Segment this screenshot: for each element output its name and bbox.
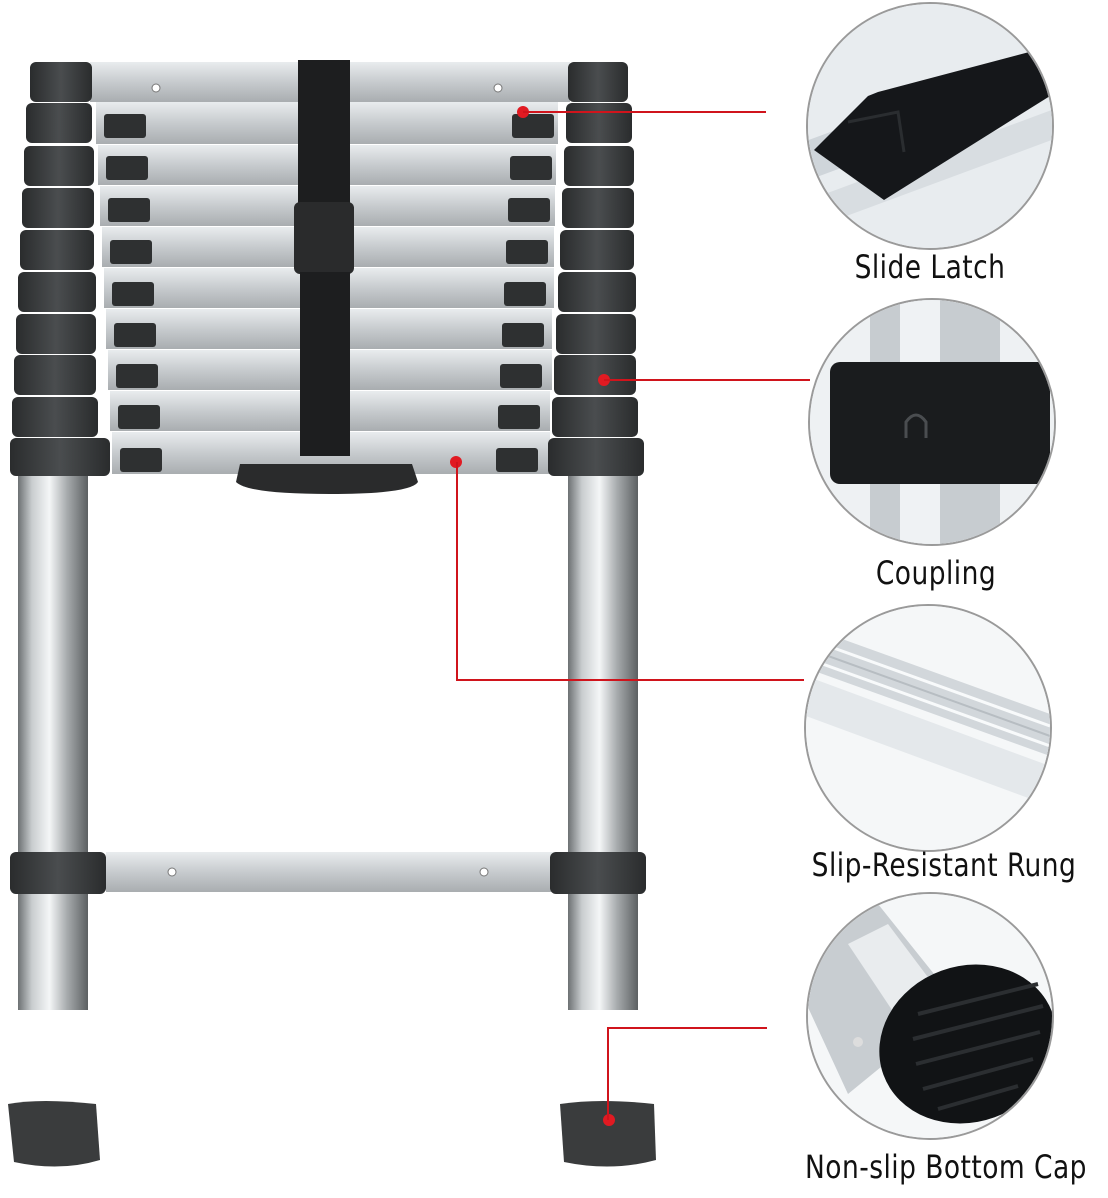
rung-detail-image [804, 604, 1052, 852]
rung-leader-vertical [456, 462, 458, 681]
bottom-cap-marker [603, 1114, 615, 1126]
coupling-leader [604, 379, 810, 381]
coupling-detail-image [808, 298, 1056, 546]
bottom-cap-detail-image [806, 892, 1054, 1140]
coupling-label: Coupling [875, 554, 997, 592]
slide-latch-detail-image [806, 2, 1054, 250]
bottom-cap-leader-vertical [607, 1028, 609, 1120]
rung-leader-horizontal [456, 679, 804, 681]
slide-latch-leader [523, 111, 766, 113]
ladder-illustration [8, 60, 656, 1167]
slip-resistant-rung-label: Slip-Resistant Rung [811, 846, 1077, 884]
slide-latch-label: Slide Latch [854, 248, 1006, 286]
bottom-cap-label: Non-slip Bottom Cap [805, 1148, 1087, 1186]
bottom-cap-leader-horizontal [607, 1027, 767, 1029]
